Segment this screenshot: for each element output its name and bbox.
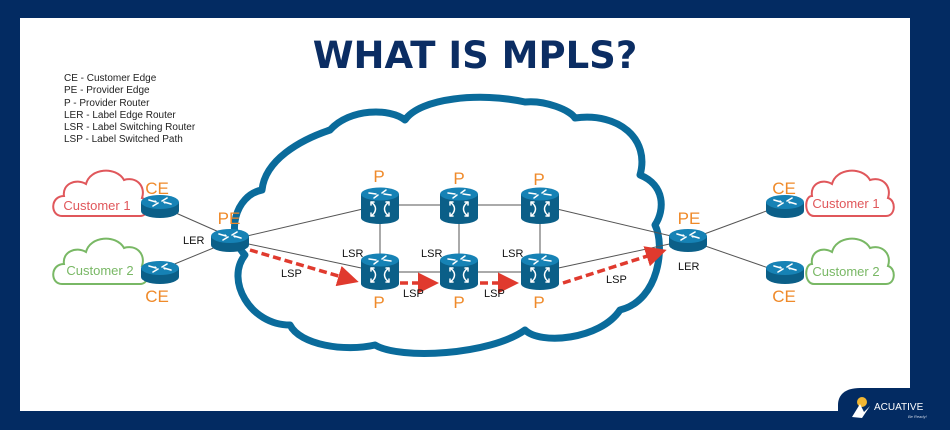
ce-label: CE	[145, 179, 169, 198]
p-router-top-2	[439, 186, 479, 225]
p-router-bottom-2	[439, 252, 479, 291]
legend-item: CE - Customer Edge	[64, 73, 157, 84]
page-title: WHAT IS MPLS?	[312, 34, 638, 77]
provider-cloud	[231, 93, 665, 357]
brand-corner: ACUATIVE Be Ready!	[838, 388, 950, 430]
lsp-label: LSP	[403, 288, 424, 300]
legend-item: PE - Provider Edge	[64, 85, 150, 97]
ce-router-left-1	[140, 194, 180, 219]
pe-router-right	[668, 228, 708, 253]
customer-cloud-right-2: Customer 2	[805, 237, 895, 285]
lsr-label: LSR	[502, 248, 523, 260]
p-label: P	[533, 170, 544, 189]
customer-1-label: Customer 1	[63, 198, 130, 213]
lsp-segment	[562, 246, 667, 285]
legend-item: LER - Label Edge Router	[64, 109, 176, 121]
link	[539, 204, 689, 241]
lsp-label: LSP	[484, 288, 505, 300]
customer-2-label: Customer 2	[66, 263, 133, 278]
legend: CE - Customer Edge PE - Provider Edge P …	[64, 73, 195, 147]
ce-router-right-1	[765, 194, 805, 219]
lsr-label: LSR	[421, 248, 442, 260]
customer-1-label-right: Customer 1	[812, 196, 879, 211]
customer-2-label-right: Customer 2	[812, 264, 879, 279]
lsr-label: LSR	[342, 248, 363, 260]
p-label: P	[373, 293, 384, 312]
customer-cloud-right-1: Customer 1	[805, 169, 895, 217]
lsp-path	[249, 246, 667, 294]
pe-label: PE	[678, 209, 701, 228]
customer-cloud-left-2: Customer 2	[52, 237, 149, 285]
legend-item: P - Provider Router	[64, 97, 150, 109]
link	[229, 204, 381, 241]
p-label: P	[373, 167, 384, 186]
ler-label: LER	[678, 261, 699, 273]
p-label: P	[533, 293, 544, 312]
lsp-label: LSP	[606, 274, 627, 286]
ce-label: CE	[772, 287, 796, 306]
customer-cloud-left-1: Customer 1	[52, 169, 149, 217]
brand-name: ACUATIVE	[874, 402, 924, 413]
p-router-top-1	[360, 186, 400, 225]
lsp-label: LSP	[281, 268, 302, 280]
lsp-segment	[249, 248, 359, 287]
p-router-top-3	[520, 186, 560, 225]
pe-label: PE	[218, 209, 241, 228]
p-router-bottom-1	[360, 252, 400, 291]
ce-label: CE	[772, 179, 796, 198]
p-router-bottom-3	[520, 252, 560, 291]
ce-router-right-2	[765, 260, 805, 285]
pe-router-left	[210, 228, 250, 253]
legend-item: LSR - Label Switching Router	[64, 122, 196, 134]
ce-label: CE	[145, 287, 169, 306]
legend-item: LSP - Label Switched Path	[64, 134, 183, 146]
link	[539, 239, 689, 273]
p-label: P	[453, 169, 464, 188]
p-label: P	[453, 293, 464, 312]
ler-label: LER	[183, 235, 204, 247]
ce-router-left-2	[140, 260, 180, 285]
acuative-logo-icon	[852, 397, 870, 418]
brand-tagline: Be Ready!	[908, 414, 928, 419]
